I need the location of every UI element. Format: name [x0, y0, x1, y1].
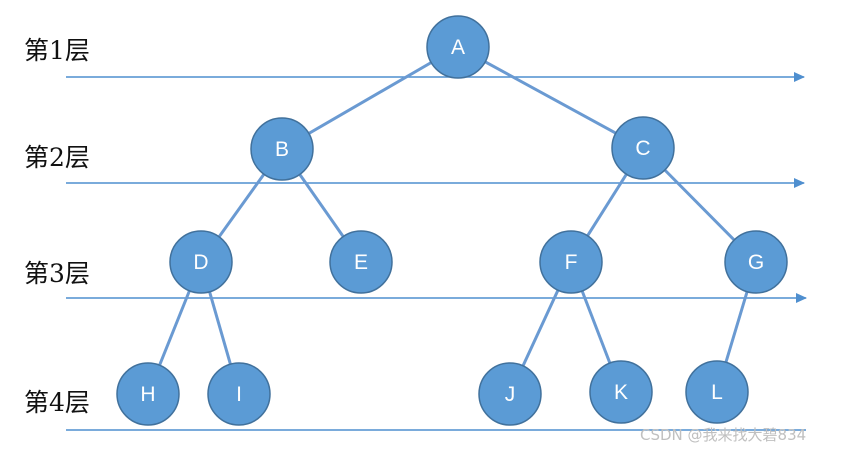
node-h: H	[116, 362, 180, 426]
node-circle-g	[724, 230, 788, 294]
level-labels: 第1层 第2层 第3层 第4层	[24, 36, 90, 417]
level-label-1: 第1层	[24, 36, 90, 65]
node-label-k: K	[614, 381, 628, 404]
node-c: C	[611, 116, 675, 180]
watermark: CSDN @我来找大碧834	[640, 426, 806, 444]
node-i: I	[207, 362, 271, 426]
node-label-l: L	[711, 381, 723, 404]
node-circle-e	[329, 230, 393, 294]
level-label-3: 第3层	[24, 259, 90, 288]
node-l: L	[685, 360, 749, 424]
node-label-i: I	[236, 383, 242, 406]
node-label-c: C	[635, 137, 650, 160]
node-e: E	[329, 230, 393, 294]
node-f: F	[539, 230, 603, 294]
level-label-2: 第2层	[24, 143, 90, 172]
node-circle-c	[611, 116, 675, 180]
node-circle-d	[169, 230, 233, 294]
level-label-4: 第4层	[24, 388, 90, 417]
node-circle-l	[685, 360, 749, 424]
node-label-f: F	[565, 251, 578, 274]
node-d: D	[169, 230, 233, 294]
node-circle-k	[589, 360, 653, 424]
node-g: G	[724, 230, 788, 294]
node-circle-j	[478, 362, 542, 426]
node-j: J	[478, 362, 542, 426]
node-label-j: J	[505, 383, 516, 406]
node-circle-b	[250, 117, 314, 181]
edge-a-b	[281, 45, 459, 151]
tree-nodes: A B C D E F G H I J K L	[116, 15, 788, 426]
tree-edges	[146, 45, 758, 395]
node-label-d: D	[193, 251, 208, 274]
node-label-e: E	[354, 251, 368, 274]
level-lines	[66, 72, 807, 431]
node-label-a: A	[451, 36, 465, 59]
node-k: K	[589, 360, 653, 424]
edge-a-c	[457, 45, 644, 150]
node-b: B	[250, 117, 314, 181]
node-label-g: G	[748, 251, 764, 274]
node-circle-h	[116, 362, 180, 426]
node-label-b: B	[275, 138, 289, 161]
node-label-h: H	[140, 383, 155, 406]
node-a: A	[426, 15, 490, 79]
node-circle-f	[539, 230, 603, 294]
node-circle-i	[207, 362, 271, 426]
node-circle-a	[426, 15, 490, 79]
